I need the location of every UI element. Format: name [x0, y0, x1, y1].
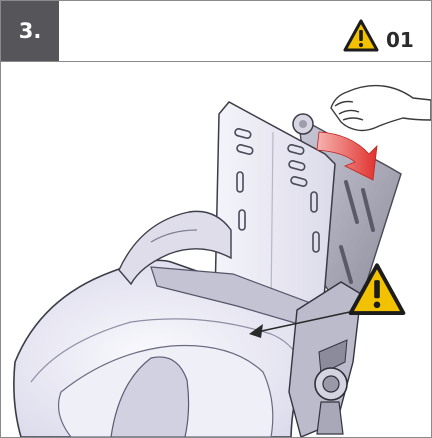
step-number-badge: 3. [1, 1, 59, 61]
seat-illustration [13, 84, 431, 437]
warning-code: 01 [386, 28, 414, 52]
seat-shell [13, 259, 330, 437]
panel-header: 3. 01 [1, 1, 431, 62]
warning-triangle-icon [343, 19, 379, 52]
hand-icon [330, 84, 431, 132]
backrest-board [214, 101, 336, 313]
rotation-arrow-icon [316, 131, 378, 181]
pointer-arrow-icon [249, 309, 360, 338]
left-armrest [118, 210, 232, 286]
hinge-knob [292, 113, 314, 135]
warning-triangle-icon [348, 263, 406, 316]
